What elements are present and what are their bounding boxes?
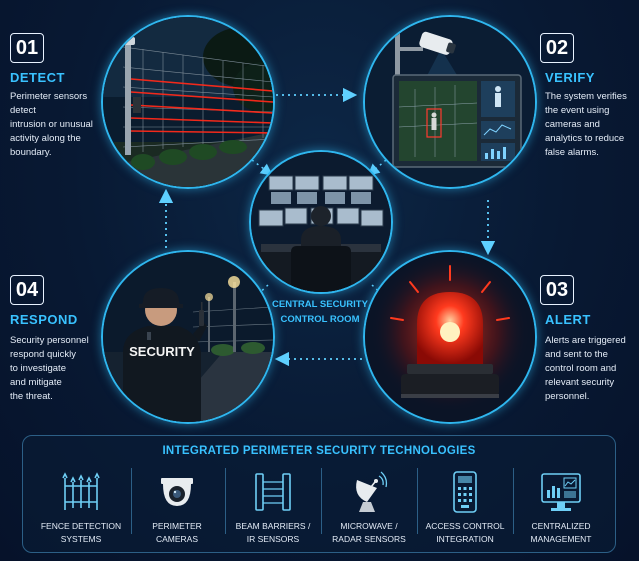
step-number-04: 04 bbox=[10, 275, 44, 305]
tech-label-line2: MANAGEMENT bbox=[530, 534, 592, 544]
panel-divider bbox=[321, 468, 322, 534]
detect-fence-illustration bbox=[101, 15, 275, 189]
desc-line: and mitigate bbox=[10, 377, 62, 388]
desc-line: cameras and bbox=[545, 119, 600, 130]
step-desc-respond: Security personnel respond quickly to in… bbox=[10, 334, 110, 404]
tech-label: ACCESS CONTROL INTEGRATION bbox=[419, 520, 511, 546]
step-title-alert: ALERT bbox=[545, 312, 591, 327]
step-number-01: 01 bbox=[10, 33, 44, 63]
desc-line: respond quickly bbox=[10, 349, 77, 360]
tech-label-line1: FENCE DETECTION bbox=[40, 521, 122, 531]
desc-line: intrusion or unusual bbox=[10, 119, 93, 130]
desc-line: the event using bbox=[545, 105, 610, 116]
tech-label: MICROWAVE / RADAR SENSORS bbox=[323, 520, 415, 546]
step-title-verify: VERIFY bbox=[545, 70, 595, 85]
center-label-line1: CENTRAL SECURITY bbox=[272, 299, 368, 310]
panel-title: INTEGRATED PERIMETER SECURITY TECHNOLOGI… bbox=[162, 445, 476, 457]
dome-camera-icon bbox=[161, 478, 193, 506]
technologies-panel: INTEGRATED PERIMETER SECURITY TECHNOLOGI… bbox=[22, 435, 616, 553]
beam-barrier-icon bbox=[255, 473, 291, 511]
desc-line: Alerts are triggered bbox=[545, 335, 626, 346]
guard-jacket-text: SECURITY bbox=[129, 344, 195, 359]
desc-line: control room and bbox=[545, 363, 617, 374]
desc-line: activity along the bbox=[10, 133, 81, 144]
central-control-room-illustration bbox=[249, 150, 393, 294]
tech-label: FENCE DETECTION SYSTEMS bbox=[35, 520, 127, 546]
arrow-verify-to-center bbox=[367, 159, 387, 176]
step-desc-alert: Alerts are triggered and sent to the con… bbox=[545, 334, 637, 404]
tech-label-line2: SYSTEMS bbox=[60, 534, 102, 544]
desc-line: personnel. bbox=[545, 391, 590, 402]
desc-line: relevant security bbox=[545, 377, 615, 388]
tech-label-line2: INTEGRATION bbox=[436, 534, 494, 544]
step-title-detect: DETECT bbox=[10, 70, 65, 85]
center-label-line2: CONTROL ROOM bbox=[280, 314, 360, 325]
verify-camera-illustration bbox=[363, 15, 537, 189]
respond-guard-illustration: SECURITY bbox=[101, 250, 275, 424]
tech-beam-barriers: BEAM BARRIERS / IR SENSORS bbox=[227, 468, 319, 548]
panel-divider bbox=[225, 468, 226, 534]
tech-label-line2: CAMERAS bbox=[155, 534, 199, 544]
desc-line: Perimeter sensors detect bbox=[10, 91, 88, 116]
alert-siren-illustration bbox=[363, 250, 537, 424]
tech-centralized-management: CENTRALIZED MANAGEMENT bbox=[515, 468, 607, 548]
tech-label-line2: RADAR SENSORS bbox=[332, 534, 406, 544]
panel-divider bbox=[513, 468, 514, 534]
center-control-room-label: CENTRAL SECURITY CONTROL ROOM bbox=[250, 297, 390, 327]
tech-label: CENTRALIZED MANAGEMENT bbox=[515, 520, 607, 546]
desc-line: false alarms. bbox=[545, 147, 599, 158]
desc-line: The system verifies bbox=[545, 91, 627, 102]
tech-label-line1: MICROWAVE / bbox=[340, 521, 398, 531]
access-keypad-icon bbox=[453, 471, 477, 513]
tech-label-line1: BEAM BARRIERS / bbox=[235, 521, 311, 531]
tech-access-control: ACCESS CONTROL INTEGRATION bbox=[419, 468, 511, 548]
flow-arrows bbox=[158, 87, 496, 367]
arrow-detect-to-center bbox=[251, 159, 273, 176]
desc-line: to investigate bbox=[10, 363, 66, 374]
step-desc-verify: The system verifies the event using came… bbox=[545, 90, 637, 160]
tech-label-line1: ACCESS CONTROL bbox=[425, 521, 505, 531]
tech-label: PERIMETER CAMERAS bbox=[131, 520, 223, 546]
step-number-03: 03 bbox=[540, 275, 574, 305]
tech-label-line1: PERIMETER bbox=[152, 521, 202, 531]
tech-microwave-radar: MICROWAVE / RADAR SENSORS bbox=[323, 468, 415, 548]
tech-label-line2: IR SENSORS bbox=[246, 534, 300, 544]
step-title-respond: RESPOND bbox=[10, 312, 78, 327]
desc-line: and sent to the bbox=[545, 349, 608, 360]
tech-label: BEAM BARRIERS / IR SENSORS bbox=[227, 520, 319, 546]
desc-line: Security personnel bbox=[10, 335, 89, 346]
tech-label-line1: CENTRALIZED bbox=[531, 521, 591, 531]
radar-dish-icon bbox=[356, 471, 388, 512]
monitor-dashboard-icon bbox=[541, 473, 581, 511]
panel-divider bbox=[417, 468, 418, 534]
step-number-02: 02 bbox=[540, 33, 574, 63]
fence-icon bbox=[62, 472, 100, 510]
panel-divider bbox=[131, 468, 132, 534]
tech-fence-detection: FENCE DETECTION SYSTEMS bbox=[35, 468, 127, 548]
step-desc-detect: Perimeter sensors detect intrusion or un… bbox=[10, 90, 110, 160]
desc-line: analytics to reduce bbox=[545, 133, 625, 144]
desc-line: the threat. bbox=[10, 391, 53, 402]
desc-line: boundary. bbox=[10, 147, 52, 158]
tech-perimeter-cameras: PERIMETER CAMERAS bbox=[131, 468, 223, 548]
